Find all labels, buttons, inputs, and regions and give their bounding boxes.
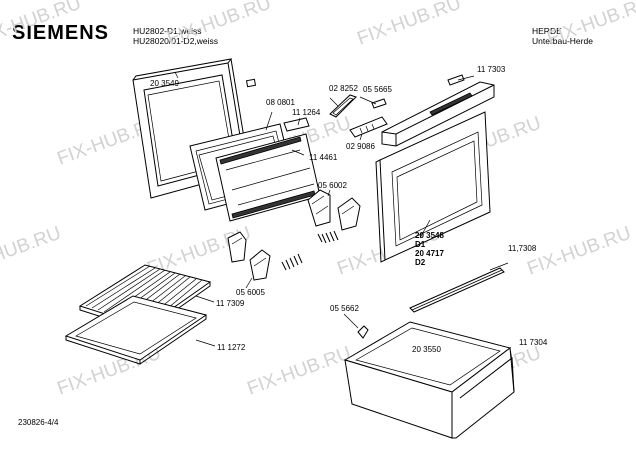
leader-lines <box>174 71 513 361</box>
part-labels: 20 3549 08 0801 11 1264 11 4461 02 8252 … <box>150 65 548 354</box>
label-drawer-front: 11 7304 <box>519 338 548 347</box>
part-hinge-right <box>307 189 361 244</box>
watermark-text: FIX-HUB.RU <box>545 0 636 50</box>
part-control-panel <box>381 74 495 147</box>
watermark-text: FIX-HUB.RU <box>165 0 274 50</box>
label-door-strip: 11 4461 <box>309 153 338 162</box>
label-grill-rack: 11 7309 <box>216 299 245 308</box>
label-oven-door-d2: D2 <box>415 258 426 267</box>
watermark-text: FIX-HUB.RU <box>355 0 464 50</box>
label-clip: 05 5662 <box>330 304 359 313</box>
category-line-1: HERDE <box>532 26 562 36</box>
label-inner-glass-frame: 08 0801 <box>266 98 295 107</box>
part-drawer <box>343 321 515 439</box>
brand-logo: SIEMENS <box>12 22 110 44</box>
part-handle <box>329 94 357 118</box>
label-spacer: 05 5665 <box>363 85 392 94</box>
watermark-text: FIX-HUB.RU <box>245 343 354 400</box>
label-hinge-right: 05 6002 <box>318 181 347 190</box>
category-line-2: Unterbau-Herde <box>532 36 593 46</box>
footer-ref: 230826-4/4 <box>18 418 59 427</box>
label-door-frame: 20 3549 <box>150 79 179 88</box>
label-handle: 02 8252 <box>329 84 358 93</box>
label-drawer: 20 3550 <box>412 345 441 354</box>
part-door-glass <box>215 117 321 222</box>
label-control-panel: 11 7303 <box>477 65 506 74</box>
model-line-2: HU28020/01-D2,weiss <box>133 36 219 46</box>
label-oven-door-d1: D1 <box>415 240 426 249</box>
watermark-text: FIX-HUB.RU <box>0 0 84 50</box>
part-oven-door <box>375 111 491 263</box>
part-hinge-left <box>227 231 303 281</box>
watermark-text: FIX-HUB.RU <box>0 223 64 280</box>
part-baking-tray <box>64 295 208 365</box>
part-panel-insert <box>349 98 388 138</box>
label-rail: 11,7308 <box>508 244 537 253</box>
label-panel-insert: 02 9086 <box>346 142 375 151</box>
label-oven-door-code-2: 20 4717 <box>415 249 444 258</box>
label-baking-tray: 11 1272 <box>217 343 246 352</box>
label-oven-door-code: 20 3548 <box>415 231 444 240</box>
model-line-1: HU2802-D1,weiss <box>133 26 202 36</box>
part-rail <box>409 267 505 313</box>
label-door-glass: 11 1264 <box>292 108 321 117</box>
watermark-text: FIX-HUB.RU <box>525 223 634 280</box>
label-hinge-left: 05 6005 <box>236 288 265 297</box>
